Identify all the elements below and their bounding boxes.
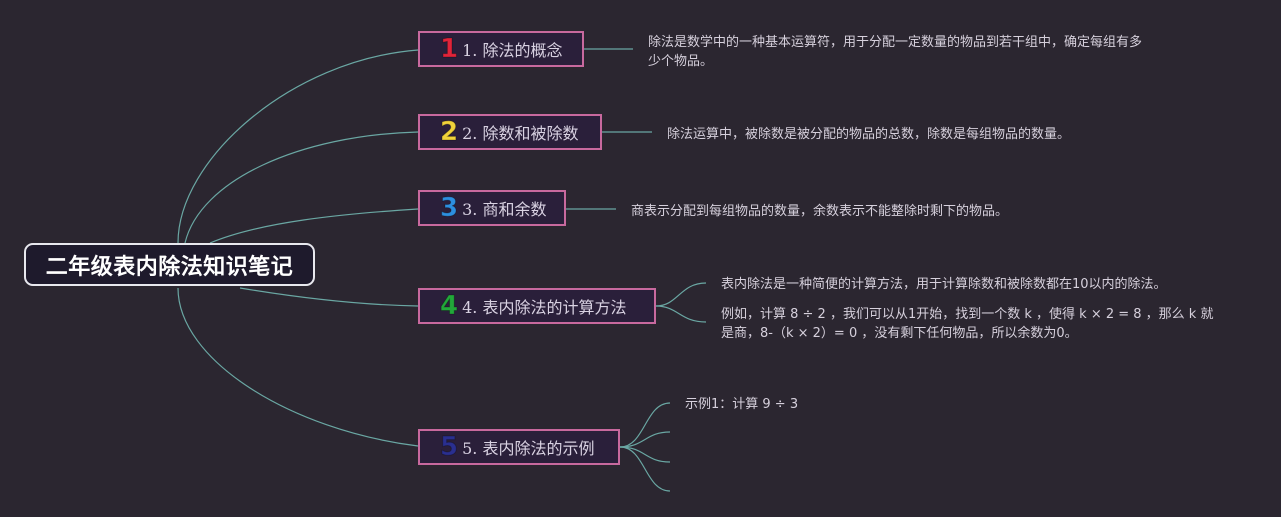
link-topic5-fork-1: [619, 402, 671, 448]
topic-3-note[interactable]: 商表示分配到每组物品的数量，余数表示不能整除时剩下的物品。: [631, 204, 1009, 219]
topic-2-label: 2. 除数和被除数: [462, 124, 579, 143]
topic-1-label: 1. 除法的概念: [462, 41, 563, 60]
number-5-icon: 5: [439, 432, 459, 462]
link-topic4-fork: [655, 282, 707, 307]
link-root-topic5: [177, 287, 419, 447]
link-root-topic3: [209, 208, 419, 244]
root-node[interactable]: 二年级表内除法知识笔记: [24, 243, 315, 286]
link-root-topic1: [177, 49, 419, 244]
link-topic5-fork-4: [619, 446, 671, 492]
topic-2-note[interactable]: 除法运算中，被除数是被分配的物品的总数，除数是每组物品的数量。: [667, 127, 1071, 142]
link-topic5-fork-2: [619, 431, 671, 448]
number-4-icon: 4: [439, 291, 459, 321]
topic-2-node[interactable]: 2 2. 除数和被除数: [418, 114, 602, 150]
topic-4-label: 4. 表内除法的计算方法: [462, 298, 627, 317]
number-2-icon: 2: [439, 117, 459, 147]
topic-3-node[interactable]: 3 3. 商和余数: [418, 190, 566, 226]
topic-5-node[interactable]: 5 5. 表内除法的示例: [418, 429, 620, 465]
topic-4-note-b[interactable]: 例如，计算 8 ÷ 2 ，我们可以从1开始，找到一个数 k ，使得 k × 2 …: [721, 307, 1214, 341]
topic-4-node[interactable]: 4 4. 表内除法的计算方法: [418, 288, 656, 324]
topic-1-node[interactable]: 1 1. 除法的概念: [418, 31, 584, 67]
root-title: 二年级表内除法知识笔记: [45, 254, 294, 280]
link-topic5-fork-3: [619, 446, 671, 463]
topic-1-note[interactable]: 除法是数学中的一种基本运算符，用于分配一定数量的物品到若干组中，确定每组有多少个…: [648, 35, 1143, 69]
topic-5-label: 5. 表内除法的示例: [462, 439, 595, 458]
number-3-icon: 3: [439, 193, 459, 223]
link-root-topic4: [239, 287, 419, 307]
link-topic4-fork-b: [655, 305, 707, 323]
topic-5-note-example-1[interactable]: 示例1：计算 9 ÷ 3: [685, 397, 799, 412]
number-1-icon: 1: [439, 34, 459, 64]
topic-3-label: 3. 商和余数: [462, 200, 547, 219]
topic-4-note-a[interactable]: 表内除法是一种简便的计算方法，用于计算除数和被除数都在10以内的除法。: [721, 277, 1167, 292]
link-root-topic2: [184, 131, 419, 244]
